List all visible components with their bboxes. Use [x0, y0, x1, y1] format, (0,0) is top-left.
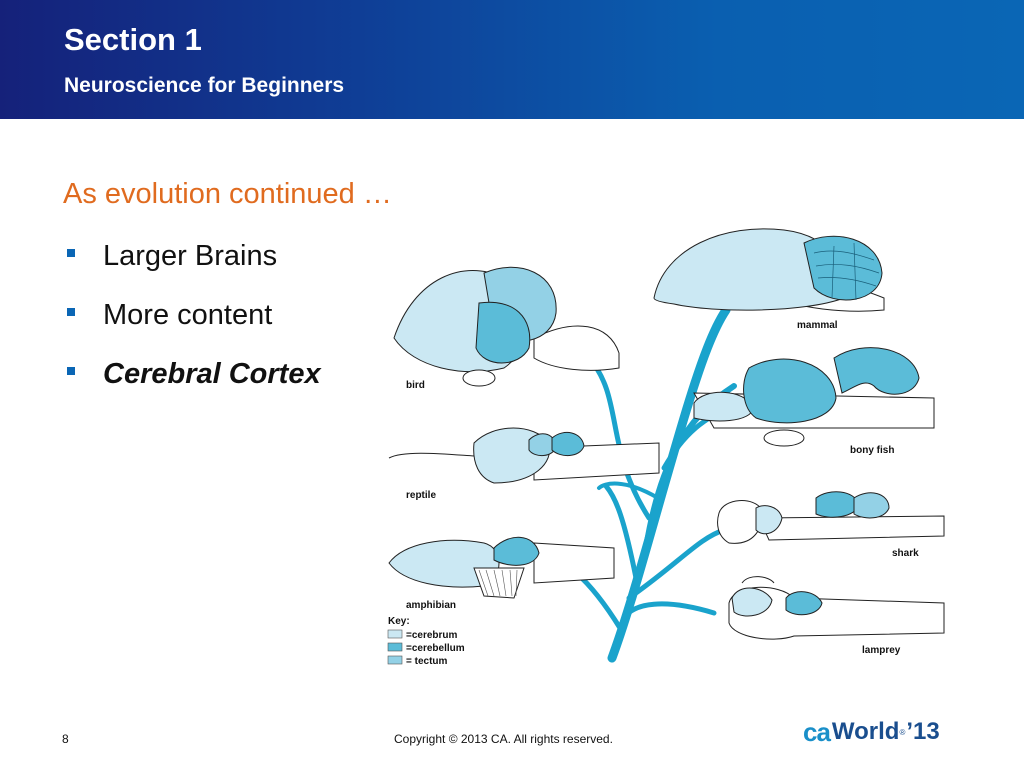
bullet-list: Larger Brains More content Cerebral Cort…: [63, 236, 321, 413]
key-swatch-cerebrum: [387, 629, 403, 639]
slide-subtitle: Neuroscience for Beginners: [64, 74, 345, 97]
bullet-item: More content: [63, 295, 321, 354]
label-reptile: reptile: [406, 490, 436, 501]
shark-brain: [717, 491, 945, 544]
bullet-square-icon: [67, 367, 75, 375]
key-tectum: = tectum: [406, 656, 448, 667]
brain-evolution-diagram: bird reptile amphibian Key: =cerebrum =c…: [387, 228, 945, 667]
slide-header: Section 1 Neuroscience for Beginners: [0, 0, 1024, 119]
lamprey-brain: [728, 576, 945, 640]
ca-world-logo: ca World ® ’13: [803, 716, 940, 747]
label-shark: shark: [892, 548, 919, 559]
bullet-item: Larger Brains: [63, 236, 321, 295]
diagram-key: Key: =cerebrum =cerebellum = tectum: [387, 616, 465, 667]
content-heading: As evolution continued …: [63, 178, 392, 210]
label-lamprey: lamprey: [862, 645, 901, 656]
bullet-square-icon: [67, 249, 75, 257]
copyright-text: Copyright © 2013 CA. All rights reserved…: [394, 732, 613, 746]
label-amphibian: amphibian: [406, 600, 456, 611]
label-bony-fish: bony fish: [850, 445, 894, 456]
label-mammal: mammal: [797, 320, 838, 331]
evolution-tree: [531, 305, 739, 663]
bony-fish-brain: [693, 347, 935, 447]
key-title: Key:: [388, 616, 410, 627]
reptile-brain: [388, 427, 660, 484]
page-number: 8: [62, 732, 69, 746]
bullet-square-icon: [67, 308, 75, 316]
key-swatch-tectum: [387, 655, 403, 665]
key-cerebellum: =cerebellum: [406, 643, 465, 654]
bullet-item: Cerebral Cortex: [63, 354, 321, 413]
mammal-brain: [653, 228, 885, 312]
key-swatch-cerebellum: [387, 642, 403, 652]
label-bird: bird: [406, 380, 425, 391]
slide-title: Section 1: [64, 22, 202, 57]
amphibian-brain: [388, 536, 615, 599]
key-cerebrum: =cerebrum: [406, 630, 458, 641]
bird-brain: [393, 266, 620, 387]
